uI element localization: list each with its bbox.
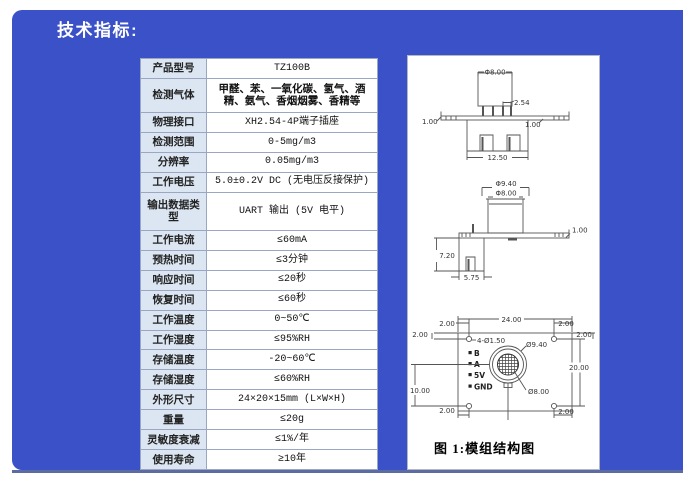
table-row: 检测气体甲醛、苯、一氧化碳、氢气、酒精、氨气、香烟烟雾、香精等 — [140, 77, 378, 113]
module-structure-drawing: Φ8.00 2.54 1.00 1.00 12.50 Φ9.40 Φ8.00 — [409, 69, 595, 420]
spec-label-cell: 使用寿命 — [140, 449, 207, 470]
spec-value-cell: 5.0±0.2V DC (无电压反接保护) — [206, 171, 378, 193]
dim-label: 12.50 — [487, 154, 507, 162]
spec-label-cell: 恢复时间 — [140, 289, 207, 311]
table-row: 使用寿命≥10年 — [140, 449, 378, 470]
dim-label: 2.00 — [439, 320, 455, 328]
dim-label: Φ8.00 — [495, 190, 516, 198]
dim-label: 7.20 — [439, 252, 455, 260]
spec-label-cell: 存储温度 — [140, 349, 207, 371]
spec-value-cell: ≤3分钟 — [206, 249, 378, 271]
pin-marker — [468, 373, 472, 377]
table-row: 恢复时间≤60秒 — [140, 289, 378, 311]
table-row: 存储湿度≤60%RH — [140, 369, 378, 391]
table-row: 响应时间≤20秒 — [140, 269, 378, 291]
dim-label: 1.00 — [422, 118, 438, 126]
slide-bottom-edge — [12, 470, 683, 473]
spec-label-cell: 工作电压 — [140, 171, 207, 193]
dim-label: 2.00 — [412, 331, 428, 339]
spec-label-cell: 分辨率 — [140, 151, 207, 173]
figure-panel: Φ8.00 2.54 1.00 1.00 12.50 Φ9.40 Φ8.00 — [407, 55, 600, 470]
spec-value-cell: 24×20×15mm (L×W×H) — [206, 389, 378, 411]
spec-label-cell: 工作湿度 — [140, 329, 207, 351]
spec-value-cell: TZ100B — [206, 58, 378, 79]
table-row: 预热时间≤3分钟 — [140, 249, 378, 271]
spec-label-cell: 存储湿度 — [140, 369, 207, 391]
spec-value-cell: ≤60%RH — [206, 369, 378, 391]
dim-label: Ø9.40 — [526, 341, 547, 349]
dim-label: Φ9.40 — [495, 180, 516, 188]
spec-label-cell: 工作温度 — [140, 309, 207, 331]
pin-label: 5V — [474, 371, 485, 380]
figure-caption: 图 1:模组结构图 — [434, 441, 536, 456]
spec-label-cell: 检测气体 — [140, 77, 207, 113]
dim-label: 2.54 — [514, 99, 530, 107]
pin-label: GND — [474, 383, 493, 392]
pin-marker — [468, 384, 472, 388]
spec-label-cell: 输出数据类型 — [140, 191, 207, 231]
front-view-drawing: Φ8.00 2.54 1.00 1.00 12.50 — [422, 69, 570, 162]
pin-label: B — [474, 349, 480, 358]
spec-label-cell: 响应时间 — [140, 269, 207, 291]
table-row: 重量≤20g — [140, 409, 378, 431]
dim-label: 1.00 — [572, 227, 588, 235]
spec-value-cell: ≤60秒 — [206, 289, 378, 311]
spec-value-cell: -20~60℃ — [206, 349, 378, 371]
dim-label: 2.00 — [439, 407, 455, 415]
spec-value-cell: ≤60mA — [206, 229, 378, 251]
spec-value-cell: 0.05mg/m3 — [206, 151, 378, 173]
top-view-drawing: 24.00 2.00 2.00 2.00 2.00 4-Ø1.50 Ø9.40 … — [409, 316, 595, 420]
dim-label: 1.00 — [525, 121, 541, 129]
dim-label: 20.00 — [569, 364, 589, 372]
spec-label-cell: 预热时间 — [140, 249, 207, 271]
dim-label: 4-Ø1.50 — [477, 337, 505, 345]
dim-label: 2.00 — [558, 320, 574, 328]
pin-marker — [468, 362, 472, 366]
table-row: 工作湿度≤95%RH — [140, 329, 378, 351]
dim-label: Φ8.00 — [484, 69, 505, 77]
spec-value-cell: 0-5mg/m3 — [206, 131, 378, 153]
dim-label: 5.75 — [464, 274, 480, 282]
spec-label-cell: 灵敏度衰减 — [140, 429, 207, 451]
spec-value-cell: UART 输出 (5V 电平) — [206, 191, 378, 231]
page-title: 技术指标: — [57, 21, 139, 40]
spec-value-cell: 甲醛、苯、一氧化碳、氢气、酒精、氨气、香烟烟雾、香精等 — [206, 77, 378, 113]
table-row: 存储温度-20~60℃ — [140, 349, 378, 371]
spec-label-cell: 工作电流 — [140, 229, 207, 251]
spec-value-cell: ≤20g — [206, 409, 378, 431]
spec-value-cell: ≤1%/年 — [206, 429, 378, 451]
dim-label: Ø8.00 — [528, 388, 549, 396]
dim-label: 10.00 — [410, 387, 430, 395]
spec-label-cell: 检测范围 — [140, 131, 207, 153]
dim-label: 2.00 — [558, 408, 574, 416]
pin-marker — [468, 351, 472, 355]
side-view-drawing: Φ9.40 Φ8.00 1.00 7.20 5.75 — [434, 180, 588, 282]
spec-value-cell: XH2.54-4P端子插座 — [206, 111, 378, 133]
spec-label-cell: 重量 — [140, 409, 207, 431]
table-row: 工作电流≤60mA — [140, 229, 378, 251]
spec-label-cell: 产品型号 — [140, 58, 207, 79]
spec-value-cell: ≤95%RH — [206, 329, 378, 351]
spec-value-cell: ≤20秒 — [206, 269, 378, 291]
spec-value-cell: 0~50℃ — [206, 309, 378, 331]
dim-label: 24.00 — [501, 316, 521, 324]
spec-label-cell: 外形尺寸 — [140, 389, 207, 411]
dim-label: 2.00 — [576, 331, 592, 339]
spec-label-cell: 物理接口 — [140, 111, 207, 133]
table-row: 灵敏度衰减≤1%/年 — [140, 429, 378, 451]
spec-value-cell: ≥10年 — [206, 449, 378, 470]
